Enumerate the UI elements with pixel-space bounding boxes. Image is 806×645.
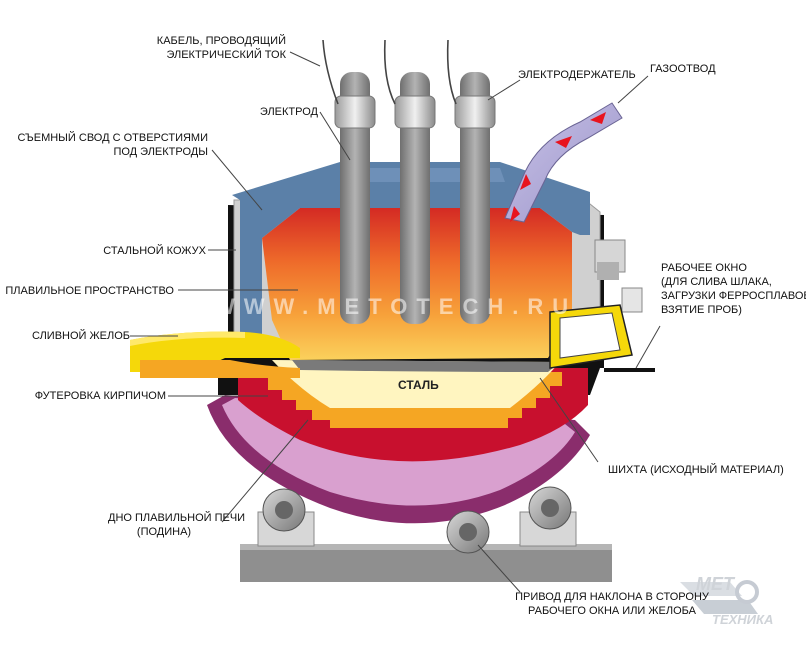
window-block-lower — [621, 287, 643, 313]
leader-lines — [130, 51, 661, 593]
label-work-window: РАБОЧЕЕ ОКНО (ДЛЯ СЛИВА ШЛАКА, ЗАГРУЗКИ … — [661, 262, 806, 316]
label-electrode-holder: ЭЛЕКТРОДЕРЖАТЕЛЬ — [518, 69, 636, 81]
label-hearth: ДНО ПЛАВИЛЬНОЙ ПЕЧИ (ПОДИНА) — [108, 512, 246, 538]
label-spout: СЛИВНОЙ ЖЕЛОБ — [32, 330, 130, 342]
label-gas-outlet: ГАЗООТВОД — [650, 63, 716, 75]
roof — [232, 162, 590, 340]
label-shell: СТАЛЬНОЙ КОЖУХ — [103, 245, 206, 257]
wheel-right — [528, 486, 572, 530]
watermark: WWW.METOTECH.RU — [214, 294, 578, 319]
electrode-holder-3 — [454, 95, 496, 129]
label-tilt-drive: ПРИВОД ДЛЯ НАКЛОНА В СТОРОНУ РАБОЧЕГО ОК… — [515, 591, 709, 617]
steel-bath — [272, 360, 560, 408]
label-lining: ФУТЕРОВКА КИРПИЧОМ — [34, 390, 166, 402]
label-melting-space: ПЛАВИЛЬНОЕ ПРОСТРАНСТВО — [5, 285, 174, 297]
logo-mark — [680, 580, 759, 614]
label-electrode: ЭЛЕКТРОД — [259, 106, 318, 118]
wheel-center — [446, 510, 490, 554]
electrode-holder-2 — [394, 95, 436, 129]
electrode-3 — [460, 72, 490, 324]
logo-text-top: МЕТ — [696, 574, 734, 594]
cable-2 — [383, 39, 396, 105]
charge-layer — [292, 360, 560, 372]
cable-1 — [322, 39, 339, 105]
label-cable: КАБЕЛЬ, ПРОВОДЯЩИЙ ЭЛЕКТРИЧЕСКИЙ ТОК — [156, 35, 286, 61]
work-window-opening — [559, 312, 621, 359]
gas-outlet-pipe — [504, 102, 623, 223]
label-charge: ШИХТА (ИСХОДНЫЙ МАТЕРИАЛ) — [608, 464, 784, 476]
base-platform — [240, 544, 612, 582]
electrode-2 — [400, 72, 430, 324]
electrode-1 — [340, 72, 370, 324]
electrode-holder-1 — [334, 95, 376, 129]
cable-3 — [446, 39, 457, 105]
steel-label: СТАЛЬ — [398, 378, 439, 392]
label-roof: СЪЕМНЫЙ СВОД С ОТВЕРСТИЯМИ ПОД ЭЛЕКТРОДЫ — [17, 132, 208, 158]
gas-flow-arrows — [510, 112, 606, 222]
logo-text-bottom: ТЕХНИКА — [712, 612, 774, 627]
wheel-left — [262, 488, 306, 532]
